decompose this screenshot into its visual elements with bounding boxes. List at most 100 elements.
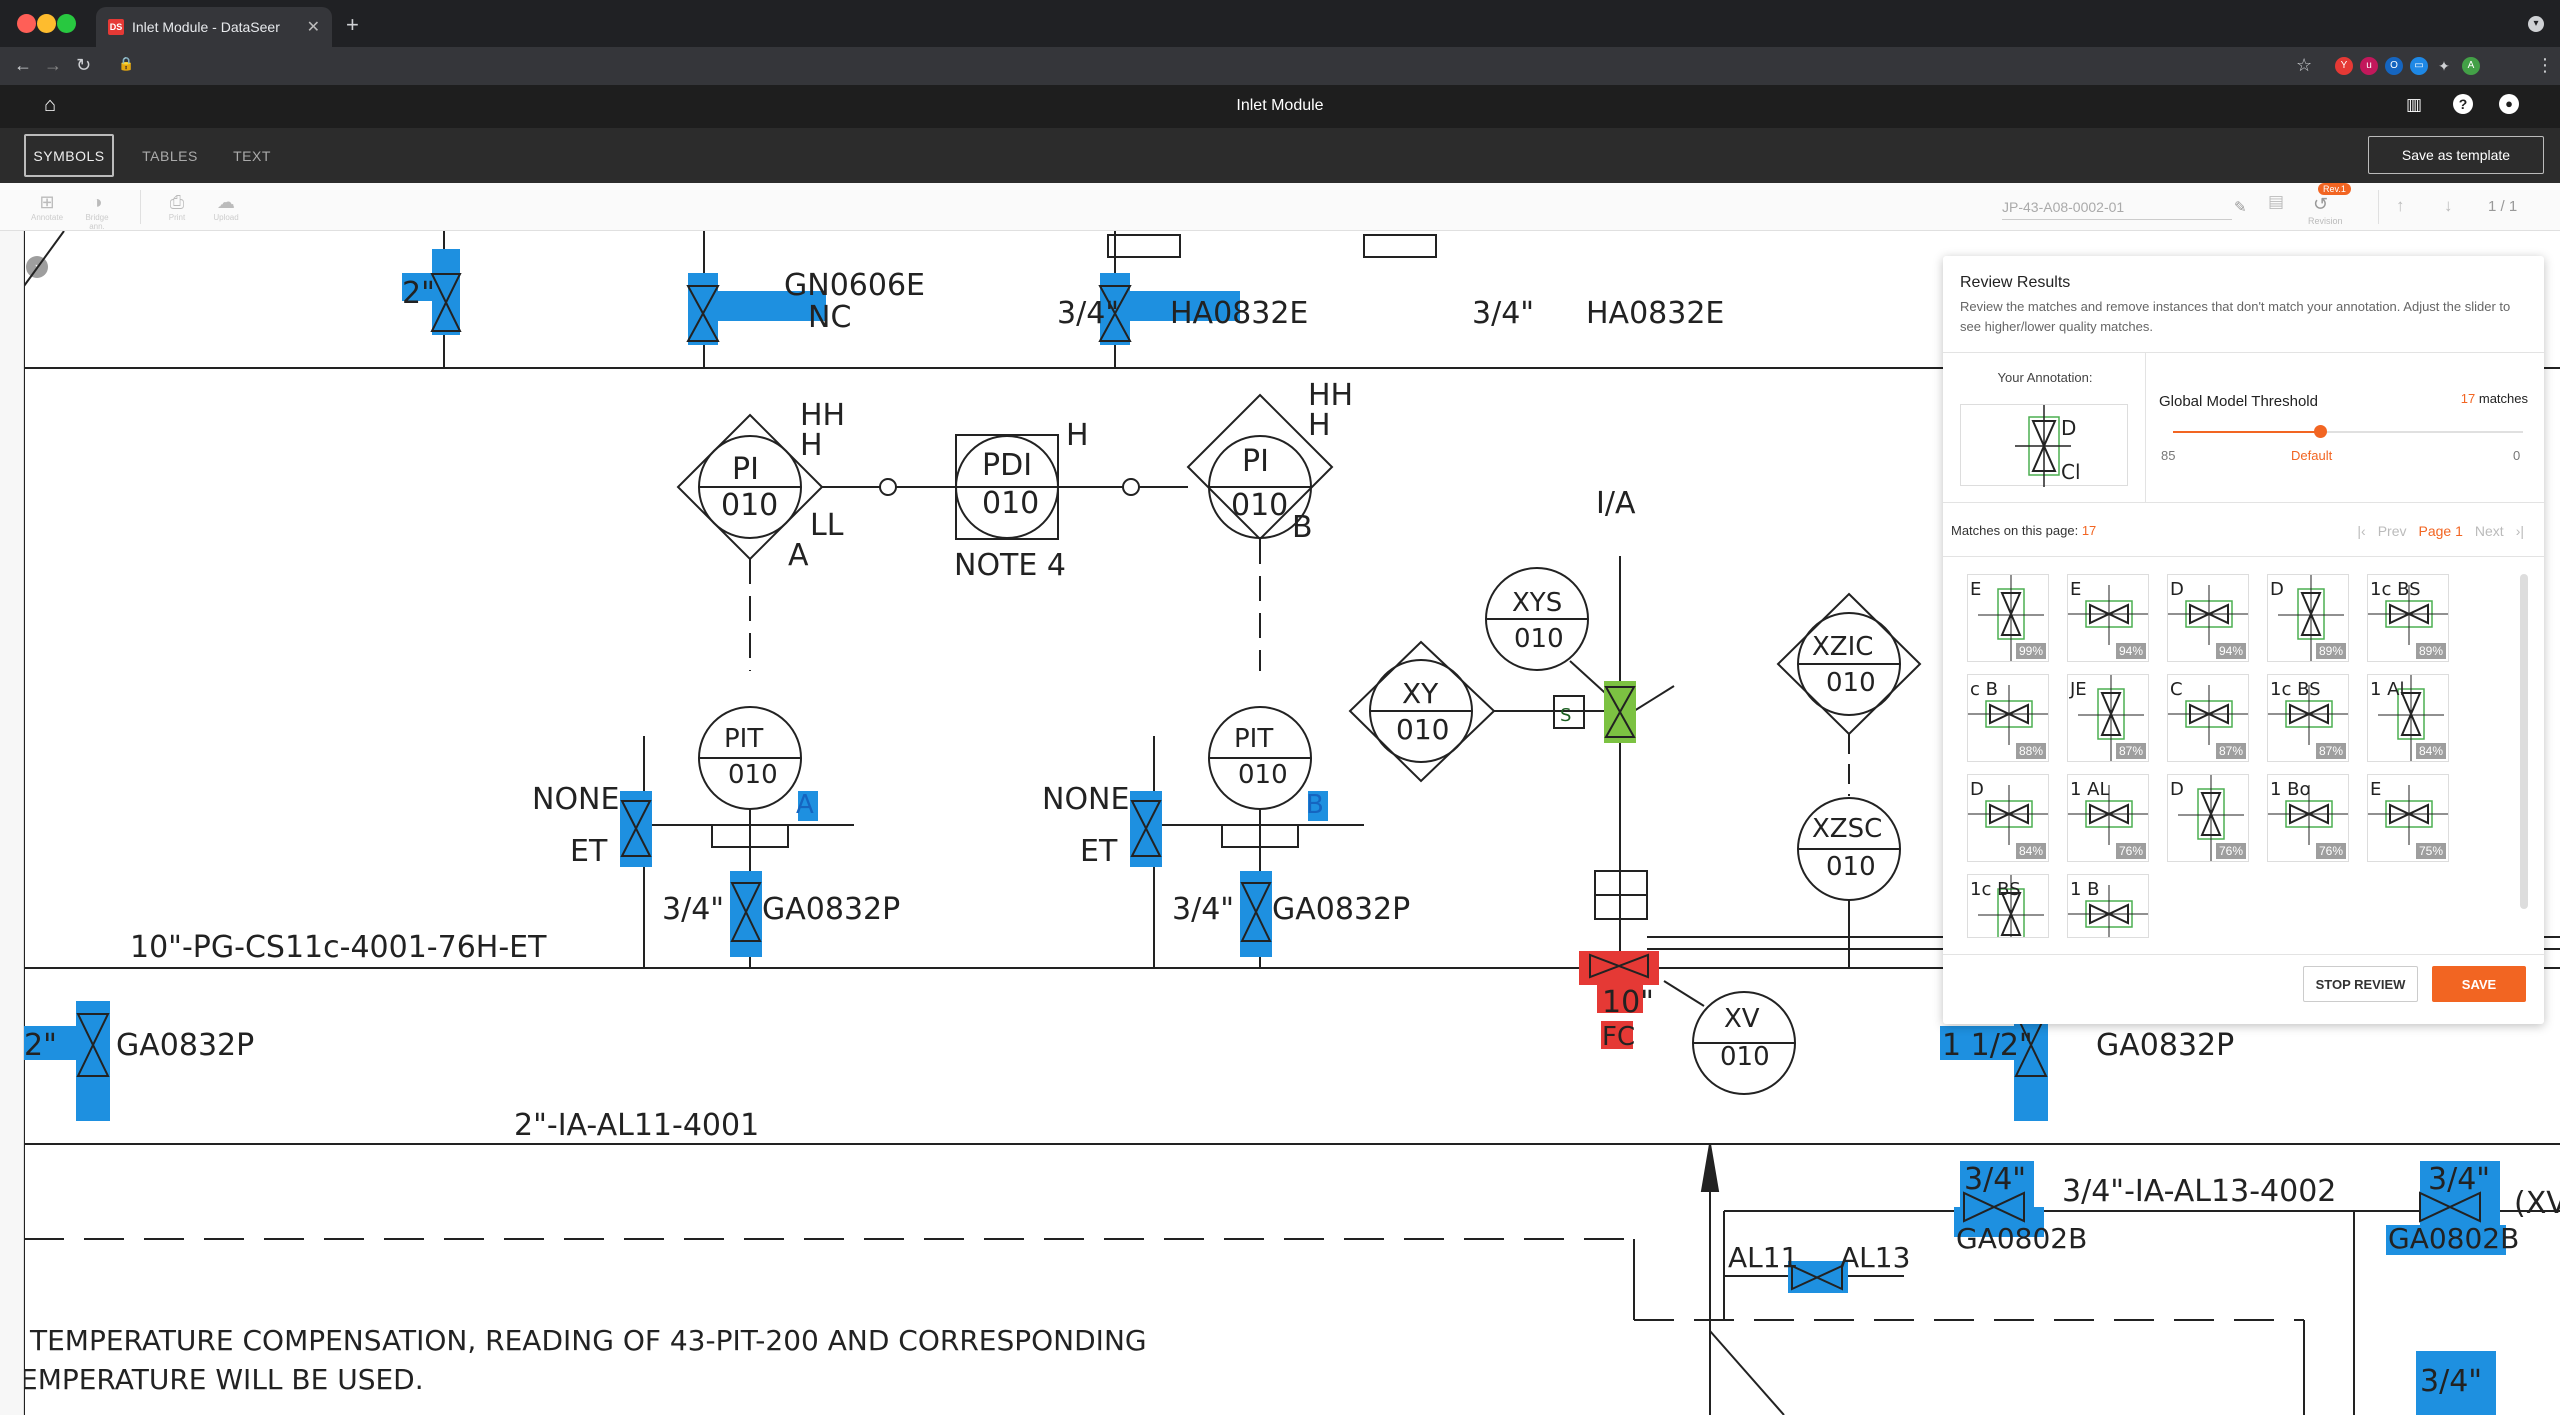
match-thumbnail[interactable]: 1c BS: [1967, 874, 2049, 938]
maximize-window-icon[interactable]: [57, 14, 76, 33]
match-score: 87%: [2315, 743, 2346, 759]
extensions-puzzle-icon[interactable]: ✦: [2438, 58, 2450, 74]
slider-default-label: Default: [2291, 448, 2333, 463]
tab-text[interactable]: TEXT: [233, 147, 271, 164]
svg-text:1 B: 1 B: [2070, 879, 2100, 900]
threshold-label: Global Model Threshold: [2159, 393, 2318, 410]
tag-label: GN0606E: [784, 268, 925, 303]
browser-menu-icon[interactable]: ⋮: [2536, 55, 2554, 75]
last-page-icon[interactable]: ›|: [2515, 523, 2524, 539]
pid-drawing-canvas[interactable]: 2" GN0606E NC 3/4" HA0832E 3/4" HA0832E …: [24, 231, 2560, 1415]
label: XV: [1724, 1004, 1760, 1034]
upload-tool[interactable]: ☁Upload: [206, 192, 246, 222]
extension-icon[interactable]: Y: [2335, 57, 2353, 75]
threshold-slider-track[interactable]: [2173, 431, 2523, 433]
match-score: 84%: [2415, 743, 2446, 759]
label: S: [1560, 705, 1571, 726]
svg-text:1 Bo: 1 Bo: [2270, 779, 2311, 800]
slider-max-label: 0: [2513, 448, 2521, 463]
next-button[interactable]: Next: [2474, 523, 2504, 539]
extension-icon[interactable]: O: [2385, 57, 2403, 75]
revision-history-icon[interactable]: ↺: [2313, 194, 2329, 214]
match-symbol-icon: JE: [2069, 675, 2144, 761]
line-label: 3/4"-IA-AL13-4002: [2062, 1174, 2336, 1209]
mode-toolbar: [0, 128, 2560, 183]
forward-icon[interactable]: →: [44, 55, 62, 75]
bridge-tool[interactable]: ◑Bridge ann.: [77, 192, 117, 231]
label: (XV: [2514, 1186, 2560, 1221]
sidebar-handle[interactable]: [0, 231, 24, 1415]
extension-icon[interactable]: ▭: [2410, 57, 2428, 75]
help-icon[interactable]: ?: [2453, 94, 2473, 114]
document-copy-icon[interactable]: ▤: [2268, 192, 2285, 211]
svg-text:D: D: [2170, 579, 2184, 600]
bookmark-star-icon[interactable]: ☆: [2296, 55, 2313, 75]
save-button[interactable]: SAVE: [2432, 966, 2526, 1002]
match-score: 76%: [2215, 843, 2246, 859]
prev-button[interactable]: Prev: [2377, 523, 2407, 539]
label: XY: [1402, 677, 1439, 710]
browser-tab[interactable]: DS Inlet Module - DataSeer ✕: [96, 7, 332, 47]
label: A: [788, 538, 809, 573]
annotation-preview: D Cl: [1960, 404, 2128, 487]
tab-tables[interactable]: TABLES: [142, 147, 198, 164]
document-number-field[interactable]: JP-43-A08-0002-01: [2002, 196, 2232, 220]
reload-icon[interactable]: ↻: [76, 55, 92, 75]
label: FC: [1602, 1022, 1635, 1052]
tag-label: HA0832E: [1586, 296, 1724, 331]
edit-pencil-icon[interactable]: ✎: [2234, 199, 2247, 216]
match-score: 94%: [2215, 643, 2246, 659]
divider: [1943, 352, 2544, 353]
label: XZIC: [1812, 632, 1873, 662]
close-tab-icon[interactable]: ✕: [306, 19, 320, 36]
match-symbol-icon: C: [2168, 679, 2248, 745]
profile-avatar-icon[interactable]: A: [2462, 57, 2480, 75]
tag-label: GA0832P: [2096, 1028, 2234, 1063]
match-score: 84%: [2015, 843, 2046, 859]
lock-icon: 🔒: [118, 56, 135, 71]
book-icon[interactable]: ▥: [2406, 95, 2423, 114]
page-down-icon[interactable]: ↓: [2444, 196, 2453, 215]
threshold-slider-handle[interactable]: [2314, 425, 2327, 438]
home-icon[interactable]: ⌂: [44, 94, 57, 116]
matches-scrollbar[interactable]: [2520, 574, 2528, 909]
tab-search-icon[interactable]: ▾: [2528, 16, 2544, 32]
first-page-icon[interactable]: |‹: [2357, 523, 2366, 539]
save-as-template-button[interactable]: Save as template: [2368, 136, 2544, 174]
page-up-icon[interactable]: ↑: [2396, 196, 2405, 215]
divider: [1943, 502, 2544, 503]
tag-label: GA0832P: [1272, 892, 1410, 927]
minimize-window-icon[interactable]: [37, 14, 56, 33]
account-icon[interactable]: ●: [2499, 94, 2519, 114]
stop-review-button[interactable]: STOP REVIEW: [2303, 966, 2418, 1002]
tag-label: GA0832P: [762, 892, 900, 927]
match-symbol-icon: D: [2270, 575, 2344, 661]
back-icon[interactable]: ←: [14, 55, 32, 75]
note-label: NOTE 4: [954, 548, 1066, 583]
print-tool[interactable]: ⎙Print: [157, 192, 197, 222]
extension-icon[interactable]: u: [2360, 57, 2378, 75]
match-thumbnail[interactable]: 1 B: [2067, 874, 2149, 938]
annotate-tool[interactable]: ⊞Annotate: [27, 192, 67, 222]
match-thumbnail[interactable]: D 94%: [2167, 574, 2249, 662]
new-tab-icon[interactable]: +: [346, 12, 359, 37]
label: PIT: [1234, 724, 1273, 754]
label: NONE: [532, 782, 619, 817]
tab-symbols[interactable]: SYMBOLS: [24, 134, 114, 177]
close-window-icon[interactable]: [17, 14, 36, 33]
browser-tab-bar: DS Inlet Module - DataSeer ✕ + ▾: [0, 0, 2560, 47]
